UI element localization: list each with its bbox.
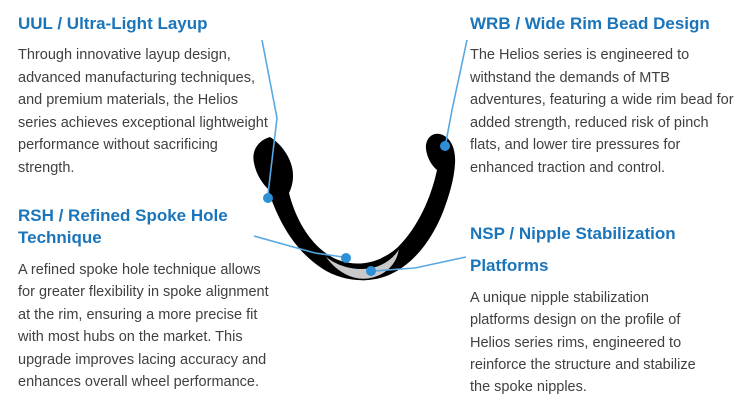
callout-dot-wrb <box>440 141 450 151</box>
callout-line-nsp <box>373 256 467 272</box>
feature-rsh: RSH / Refined Spoke Hole Technique A ref… <box>18 205 280 394</box>
callout-dot-uul <box>263 193 273 203</box>
feature-rsh-description: A refined spoke hole technique allows fo… <box>18 261 269 391</box>
feature-uul-title: UUL / Ultra-Light Layup <box>18 14 208 33</box>
feature-nsp: NSP / Nipple Stabilization Platforms A u… <box>470 218 712 399</box>
feature-uul-description: Through innovative layup design, advance… <box>18 47 268 176</box>
feature-nsp-description: A unique nipple stabilization platforms … <box>470 289 696 396</box>
feature-nsp-title: NSP / Nipple Stabilization Platforms <box>470 224 676 276</box>
callout-line-wrb <box>445 39 468 143</box>
callout-line-uul <box>261 39 278 195</box>
callout-line-rsh <box>253 235 344 258</box>
callout-lines <box>253 39 468 272</box>
callout-dot-nsp <box>366 266 376 276</box>
feature-uul: UUL / Ultra-Light Layup Through innovati… <box>18 13 276 179</box>
feature-wrb-description: The Helios series is engineered to withs… <box>470 47 734 176</box>
feature-wrb-title: WRB / Wide Rim Bead Design <box>470 14 710 33</box>
callout-dots <box>263 141 450 276</box>
feature-wrb: WRB / Wide Rim Bead Design The Helios se… <box>470 13 734 179</box>
callout-dot-rsh <box>341 253 351 263</box>
rim-cross-section-outline <box>253 133 456 281</box>
feature-rsh-title: RSH / Refined Spoke Hole Technique <box>18 206 228 248</box>
